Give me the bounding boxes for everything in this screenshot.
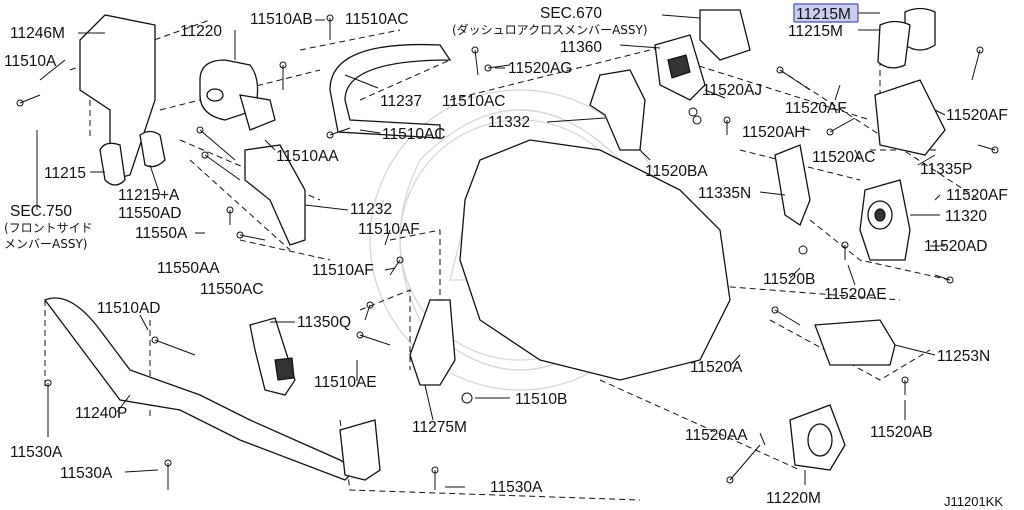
label-11215A[interactable]: 11215+A <box>118 187 180 204</box>
label-11510AC-low[interactable]: 11510AC <box>382 126 445 143</box>
engine-block <box>459 139 731 381</box>
label-11520B[interactable]: 11520B <box>763 271 815 288</box>
bracket-11246M <box>79 14 156 181</box>
crossmember-11240P <box>43 297 357 481</box>
label-11220M[interactable]: 11220M <box>766 490 821 507</box>
label-11510AB[interactable]: 11510AB <box>250 11 313 28</box>
label-sec670-note: (ダッシュロアクロスメンバーASSY) <box>452 22 648 37</box>
mount-11215M <box>877 7 936 69</box>
label-sec670[interactable]: SEC.670 <box>540 5 602 22</box>
label-11510B[interactable]: 11510B <box>515 391 567 408</box>
label-11520BA[interactable]: 11520BA <box>645 163 708 180</box>
label-11240P[interactable]: 11240P <box>75 405 127 422</box>
label-11510AF-b[interactable]: 11510AF <box>312 262 374 279</box>
label-11510AF-a[interactable]: 11510AF <box>358 221 420 238</box>
label-11237[interactable]: 11237 <box>380 93 422 110</box>
label-11350Q[interactable]: 11350Q <box>297 314 351 331</box>
label-11520AG[interactable]: 11520AG <box>508 60 572 77</box>
label-11215M-highlighted[interactable]: 11215M <box>796 6 851 23</box>
label-11550A[interactable]: 11550A <box>135 225 188 242</box>
label-11332[interactable]: 11332 <box>488 114 530 131</box>
mount-11220M <box>789 404 846 471</box>
label-11320[interactable]: 11320 <box>945 208 987 225</box>
bracket-11335N <box>774 144 811 226</box>
label-11215[interactable]: 11215 <box>44 165 86 182</box>
label-11510AC-top[interactable]: 11510AC <box>345 11 408 28</box>
bracket-11275M <box>409 299 456 386</box>
label-11275M[interactable]: 11275M <box>412 419 467 436</box>
label-11520AF-right[interactable]: 11520AF <box>946 107 1008 124</box>
label-11520AE[interactable]: 11520AE <box>824 286 887 303</box>
pad-11215 <box>99 130 166 186</box>
label-11530A-bottom-left[interactable]: 11530A <box>60 465 113 482</box>
label-11360[interactable]: 11360 <box>560 39 602 56</box>
bolt-icons <box>16 14 999 490</box>
label-sec750[interactable]: SEC.750 <box>10 203 72 220</box>
mount-11350Q <box>249 317 296 396</box>
bracket-11253N <box>814 319 896 366</box>
bracket-lower <box>339 419 381 481</box>
label-11335N[interactable]: 11335N <box>698 185 751 202</box>
label-sec750-note2: メンバーASSY) <box>4 237 87 251</box>
label-11253N[interactable]: 11253N <box>937 348 990 365</box>
label-11520AD[interactable]: 11520AD <box>924 238 987 255</box>
label-11510AD[interactable]: 11510AD <box>97 300 160 317</box>
label-11215M[interactable]: 11215M <box>788 23 843 40</box>
label-11530A-left[interactable]: 11530A <box>10 444 63 461</box>
label-11510AC-mid[interactable]: 11510AC <box>442 93 505 110</box>
label-11530A-bottom-mid[interactable]: 11530A <box>490 479 543 496</box>
label-11520AF-top[interactable]: 11520AF <box>785 100 847 117</box>
label-11520A[interactable]: 11520A <box>690 359 743 376</box>
bracket-11232 <box>244 144 306 246</box>
highlight-11215M[interactable] <box>793 3 859 23</box>
label-11232[interactable]: 11232 <box>350 201 392 218</box>
part-labels: 11246M 11510A 11220 11510AB 11510AC SEC.… <box>4 5 1008 509</box>
label-11520AA[interactable]: 11520AA <box>685 427 748 444</box>
label-11520AC[interactable]: 11520AC <box>812 149 875 166</box>
bracket-11335P <box>874 79 946 156</box>
mount-11220 <box>199 59 276 131</box>
label-11520AB[interactable]: 11520AB <box>870 424 933 441</box>
label-11520AF-low[interactable]: 11520AF <box>946 187 1008 204</box>
label-11220[interactable]: 11220 <box>180 23 222 40</box>
mount-11320 <box>859 179 911 261</box>
label-11550AD[interactable]: 11550AD <box>118 205 181 222</box>
label-11520AJ[interactable]: 11520AJ <box>702 82 762 99</box>
label-11550AC[interactable]: 11550AC <box>200 281 263 298</box>
strap-11237 <box>329 43 452 139</box>
label-11510A[interactable]: 11510A <box>4 53 57 70</box>
label-11246M[interactable]: 11246M <box>10 25 65 42</box>
label-11510AE[interactable]: 11510AE <box>314 374 377 391</box>
diagram-code: J11201KK <box>944 494 1003 509</box>
label-11335P[interactable]: 11335P <box>920 161 972 178</box>
bracket-11332 <box>589 69 646 151</box>
label-11510AA[interactable]: 11510AA <box>276 148 339 165</box>
label-11520AH[interactable]: 11520AH <box>742 124 805 141</box>
label-sec750-note1: (フロントサイド <box>4 221 93 235</box>
mount-11360 <box>654 9 751 101</box>
leader-lines <box>36 12 946 488</box>
label-11550AA[interactable]: 11550AA <box>157 260 220 277</box>
